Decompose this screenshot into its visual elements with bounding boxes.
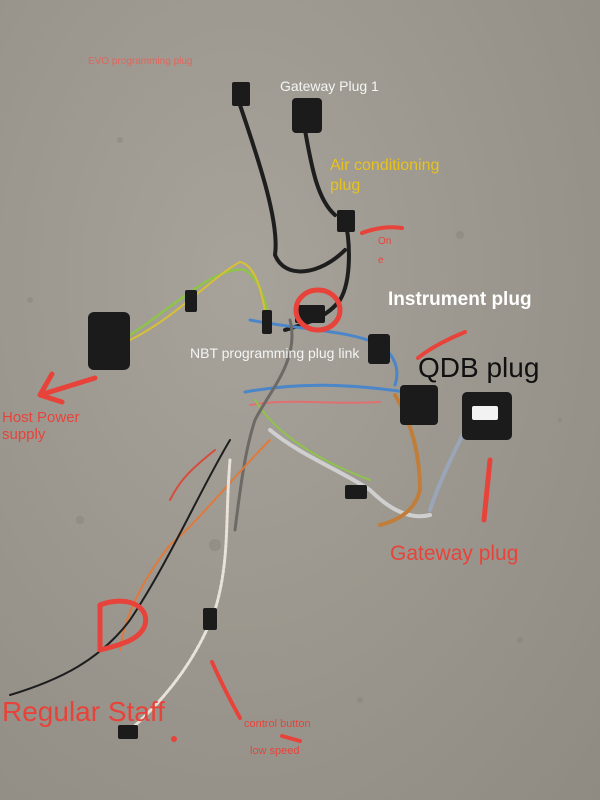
control-button-label: control button xyxy=(244,718,311,730)
inline-connector-d xyxy=(345,485,367,499)
speed-tick xyxy=(280,734,302,743)
regular-staff-mark xyxy=(97,598,149,653)
grey-bundle xyxy=(268,428,432,519)
green-wire-b xyxy=(254,399,371,481)
host-power-supply-label-line2: supply xyxy=(2,426,46,443)
host-power-supply-label-line1: Host Power xyxy=(2,409,80,426)
nbt-connector xyxy=(295,305,325,323)
green-wire-a xyxy=(128,268,272,337)
one-label-line1: On xyxy=(378,236,392,247)
host-power-connector xyxy=(88,312,130,370)
nbt-programming-plug-link-label: NBT programming plug link xyxy=(190,345,360,361)
gateway1-cable xyxy=(303,128,337,217)
yellow-wire-a xyxy=(129,261,267,341)
low-speed-mark xyxy=(210,660,242,720)
orange-wire xyxy=(119,439,271,651)
qdb-connector xyxy=(400,385,438,425)
blue-wire-b xyxy=(243,383,407,394)
inline-connector-c xyxy=(203,608,217,630)
air-conditioning-plug-label-line1: Air conditioning xyxy=(330,157,440,174)
pink-wire-a xyxy=(249,400,381,406)
instrument-mark xyxy=(416,330,467,360)
evo-cable xyxy=(238,103,347,274)
harness-main xyxy=(233,318,294,532)
gateway-connector-label xyxy=(472,406,498,420)
red-thin-wire xyxy=(169,449,216,501)
gateway-mark xyxy=(481,457,493,523)
qdb-plug-label: QDB plug xyxy=(418,352,540,383)
evo-programming-plug-label: EVO programming plug xyxy=(88,56,193,67)
inline-connector-b xyxy=(262,310,272,334)
instrument-connector xyxy=(368,334,390,364)
gateway1-connector xyxy=(292,98,322,133)
air-conditioning-plug-label: Air conditioning plug xyxy=(330,156,480,196)
air-conditioning-plug-label-line2: plug xyxy=(330,177,361,194)
nbt-circle xyxy=(293,287,343,333)
floor-texture xyxy=(27,137,562,703)
black-thin-wire xyxy=(9,439,231,696)
one-mark xyxy=(360,225,404,235)
inline-connector-a xyxy=(185,290,197,312)
host-power-arrow xyxy=(37,371,98,405)
ac-connector xyxy=(337,210,355,232)
instrument-plug-label: Instrument plug xyxy=(388,289,532,310)
one-label: On e xyxy=(378,232,391,270)
speed-dot xyxy=(171,736,177,742)
low-speed-label: low speed xyxy=(250,745,300,757)
evo-connector xyxy=(232,82,250,106)
gateway-plug-label: Gateway plug xyxy=(390,542,519,565)
one-label-line2: e xyxy=(378,255,384,266)
regular-staff-label: Regular Staff xyxy=(2,696,165,727)
control-button-connector xyxy=(118,725,138,739)
gateway-plug-1-label: Gateway Plug 1 xyxy=(280,78,379,94)
